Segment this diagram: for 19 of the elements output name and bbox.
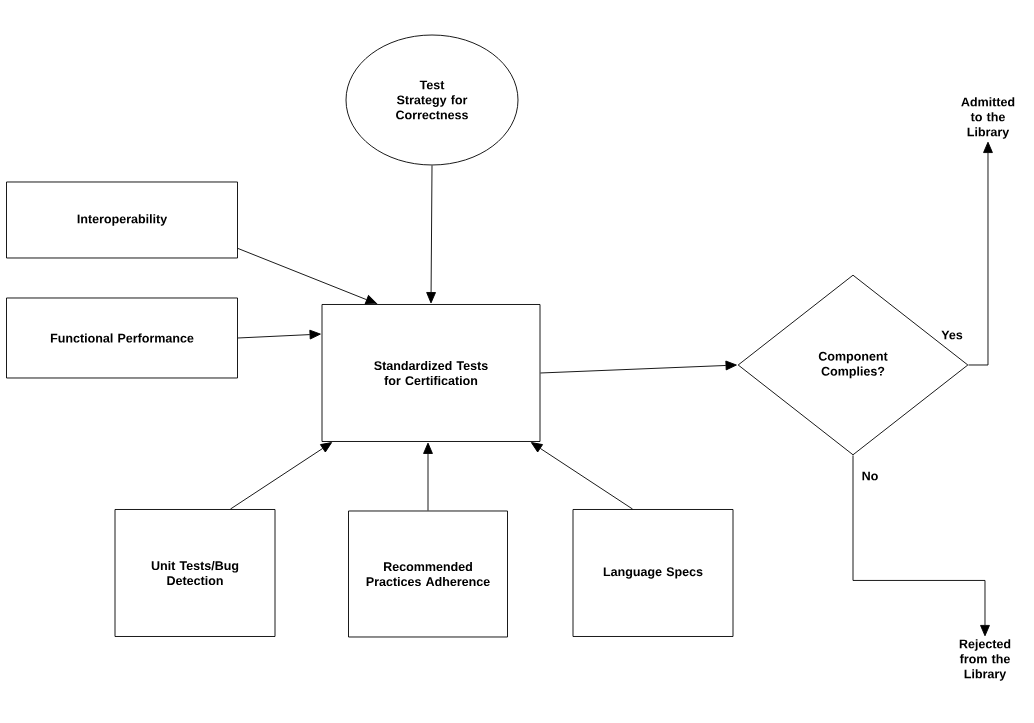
arrow xyxy=(540,360,737,374)
arrow xyxy=(230,442,333,510)
edge-label: Yes xyxy=(940,329,964,341)
process-box: Recommended Practices Adherence xyxy=(348,510,508,638)
arrow xyxy=(423,442,433,511)
process-box: Unit Tests/Bug Detection xyxy=(114,509,276,637)
outcome-text: Admitted to the Library xyxy=(961,97,1015,139)
arrow xyxy=(530,442,633,510)
edge-label: No xyxy=(860,470,880,482)
process-box: Interoperability xyxy=(6,181,238,259)
arrow xyxy=(237,248,377,305)
outcome-text: Rejected from the Library xyxy=(959,639,1011,681)
process-box: Functional Performance xyxy=(6,297,238,379)
arrow xyxy=(426,165,436,304)
process-box: Standardized Tests for Certification xyxy=(321,304,541,442)
arrow xyxy=(968,141,993,366)
arrow xyxy=(852,455,990,637)
arrow xyxy=(237,329,321,340)
process-box: Language Specs xyxy=(572,509,734,637)
